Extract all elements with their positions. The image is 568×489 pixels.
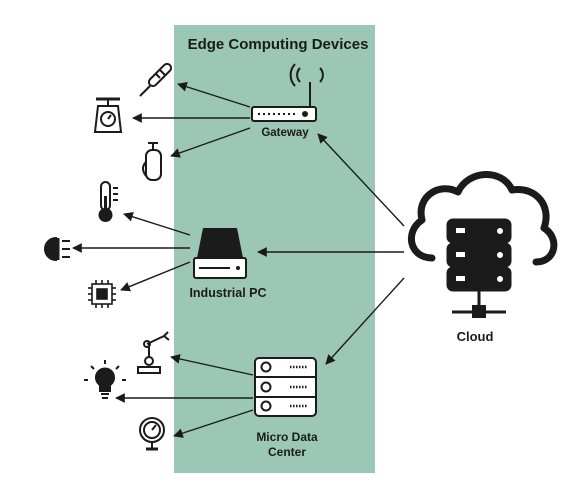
industrial-pc-label: Industrial PC bbox=[189, 286, 267, 300]
headlight-icon bbox=[44, 236, 70, 262]
micro-data-center-label-line1: Micro Data bbox=[256, 430, 318, 444]
gateway-icon bbox=[251, 63, 324, 122]
cloud-label: Cloud bbox=[456, 329, 494, 344]
light-bulb-icon bbox=[84, 360, 126, 399]
pressure-gauge-icon bbox=[139, 417, 165, 451]
micro-data-center-icon bbox=[254, 357, 317, 417]
gas-cylinder-icon bbox=[142, 142, 162, 181]
cloud-arrows bbox=[257, 133, 405, 365]
scale-icon bbox=[93, 97, 123, 133]
thermometer-probe-icon bbox=[139, 62, 173, 97]
diagram-title: Edge Computing Devices bbox=[187, 36, 369, 53]
thermometer-icon bbox=[98, 181, 118, 222]
micro-data-center-label-line2: Center bbox=[267, 445, 306, 459]
micro-data-center-arrows bbox=[115, 354, 254, 438]
gateway-label: Gateway bbox=[261, 127, 309, 139]
gateway-arrows bbox=[132, 82, 251, 158]
industrial-pc-arrows bbox=[72, 212, 191, 292]
cloud-server-icon bbox=[408, 171, 558, 318]
micro-data-center-label: Micro Data Center bbox=[232, 430, 342, 460]
microchip-icon bbox=[88, 280, 116, 308]
industrial-pc-icon bbox=[193, 228, 247, 279]
robot-arm-icon bbox=[137, 331, 170, 374]
